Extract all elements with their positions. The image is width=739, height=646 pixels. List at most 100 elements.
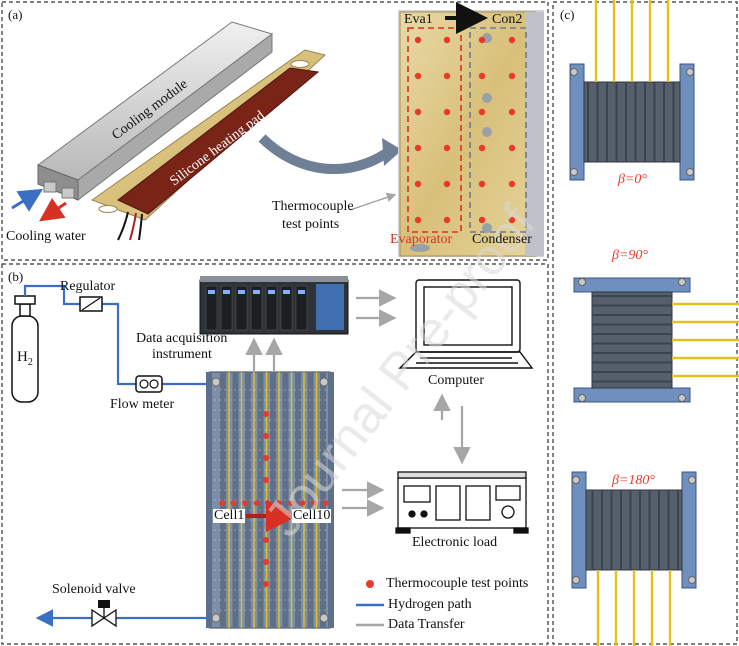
beta-180-label: β=180°: [612, 473, 656, 488]
panel-a-label: (a): [8, 7, 23, 22]
thermocouple-dot: [219, 500, 225, 506]
bolt: [688, 576, 696, 584]
thermocouple-dot: [263, 537, 269, 543]
h2-main: H: [17, 349, 28, 365]
daq-module: [265, 285, 278, 331]
panel-a-frame: [1, 1, 549, 261]
eva-label: Eva1: [404, 12, 433, 27]
bolt: [578, 278, 586, 286]
end-plate: [573, 277, 691, 293]
panel-b-label: (b): [8, 269, 24, 284]
thermocouple-dot: [443, 36, 451, 44]
cell1-label: Cell1: [213, 508, 246, 523]
daq-led: [253, 290, 260, 294]
thermocouple-dot: [508, 72, 516, 80]
thermocouple-dot: [443, 144, 451, 152]
regulator-label: Regulator: [60, 279, 116, 294]
thermocouple-label-a-1: Thermocouple: [272, 199, 354, 214]
stack-plate: [245, 372, 251, 628]
computer-label: Computer: [428, 373, 484, 388]
thermocouple-dot: [263, 581, 269, 587]
hydrogen-path-in: [23, 284, 140, 386]
legend-data-transfer: Data Transfer: [388, 617, 465, 632]
thermocouple-dots-a: [414, 36, 516, 224]
daq-module: [280, 285, 293, 331]
thermocouple-dot: [478, 108, 486, 116]
bolt: [688, 476, 696, 484]
end-plate: [573, 387, 691, 403]
solenoid-valve-label: Solenoid valve: [52, 582, 136, 597]
fuel-cell-stack: [206, 371, 334, 629]
bolt: [570, 68, 578, 76]
thermocouple-dot: [508, 144, 516, 152]
thermocouple-dots-b: [219, 411, 329, 587]
beta-0-label: β=0°: [618, 172, 648, 187]
bolt: [572, 476, 580, 484]
thermocouple-dot: [263, 455, 269, 461]
cell10-label: Cell10: [292, 508, 332, 523]
daq-module: [205, 285, 218, 331]
thermocouple-dot: [414, 216, 422, 224]
thermocouple-dot: [263, 411, 269, 417]
beta-90-label: β=90°: [612, 248, 649, 263]
thermocouple-dot: [414, 36, 422, 44]
thermocouple-dot: [478, 216, 486, 224]
thermocouple-dot: [443, 216, 451, 224]
stack-plate: [220, 372, 226, 628]
electronic-load-label: Electronic load: [412, 535, 498, 550]
thermocouple-dot: [508, 108, 516, 116]
condenser-label: Condenser: [472, 232, 532, 247]
thermocouple-dot: [263, 477, 269, 483]
regulator: [79, 296, 103, 312]
bolt: [686, 168, 694, 176]
daq-label-1: Data acquisition: [136, 331, 228, 346]
thermocouple-dot: [263, 433, 269, 439]
curved-arrowhead: [382, 138, 402, 166]
bolt: [572, 576, 580, 584]
daq-led: [268, 290, 275, 294]
evaporator-zone: [407, 27, 462, 233]
daq-led: [208, 290, 215, 294]
legend-thermocouple: Thermocouple test points: [386, 576, 529, 591]
thermocouple-dot: [508, 36, 516, 44]
thermocouple-dot: [242, 500, 248, 506]
daq-led: [238, 290, 245, 294]
plate-photo: [398, 2, 544, 257]
thermocouple-dot: [508, 180, 516, 188]
daq-module: [235, 285, 248, 331]
curved-arrow: [258, 134, 391, 174]
thermocouple-dot: [263, 559, 269, 565]
evaporator-label: Evaporator: [390, 232, 453, 247]
stack-assembly: [569, 0, 695, 181]
thermocouple-dot: [414, 180, 422, 188]
electronic-load: [395, 471, 529, 534]
thermocouple-dot: [322, 500, 329, 506]
bolt: [678, 278, 686, 286]
thermocouple-dot: [478, 144, 486, 152]
stack-plate: [295, 372, 301, 628]
h2-label: H2: [17, 350, 33, 368]
legend-hydrogen-path: Hydrogen path: [388, 597, 472, 612]
end-plate: [681, 471, 697, 589]
computer: [398, 279, 534, 369]
daq-label-2: instrument: [152, 347, 212, 362]
stack-config-90: [573, 277, 739, 403]
thermocouple-dot: [478, 72, 486, 80]
thermocouple-dot: [414, 72, 422, 80]
daq-instrument: [199, 276, 349, 335]
daq-led: [298, 290, 305, 294]
thermocouple-dot: [230, 500, 237, 506]
daq-led: [283, 290, 290, 294]
thermocouple-dot: [253, 500, 260, 506]
daq-module: [220, 285, 233, 331]
thermocouple-dot: [478, 180, 486, 188]
daq-led: [223, 290, 230, 294]
thermocouple-pointer: [349, 192, 397, 211]
thermocouple-dot: [299, 500, 306, 506]
h2-cylinder: [11, 295, 39, 403]
end-plate: [679, 63, 695, 181]
stack-config-180: [571, 471, 697, 646]
thermocouple-dot: [443, 108, 451, 116]
thermocouple-dot: [478, 36, 486, 44]
panel-b-frame: [1, 263, 549, 645]
